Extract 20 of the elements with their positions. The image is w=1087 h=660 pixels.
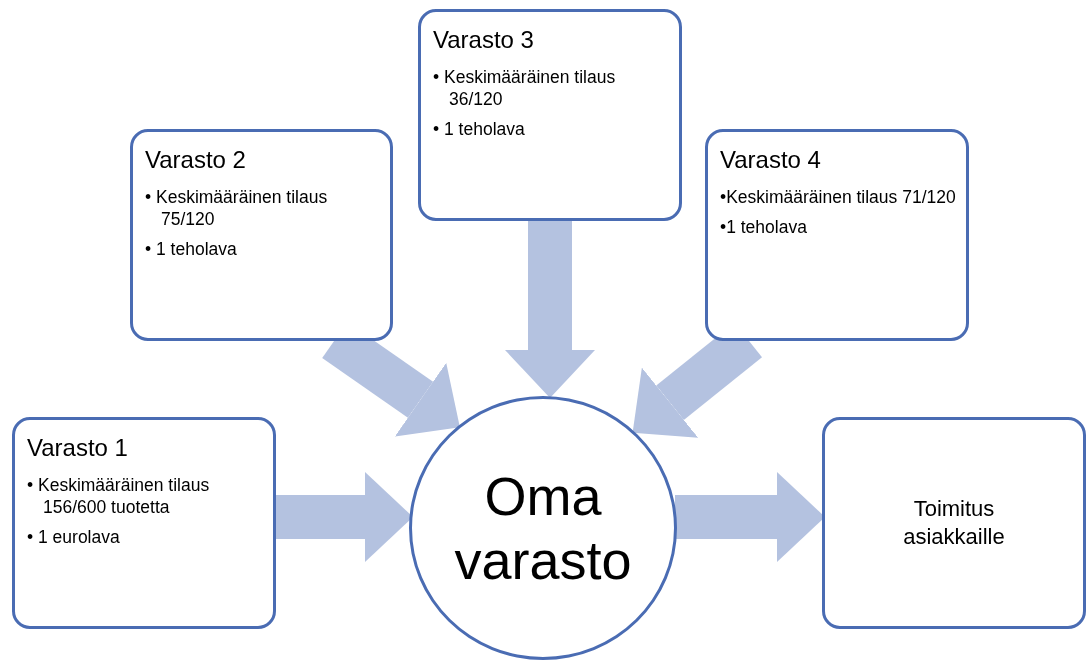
rounded-box	[822, 417, 1086, 629]
list-item: • Keskimääräinen tilaus 36/120	[433, 66, 617, 110]
box-heading: Varasto 1	[27, 434, 128, 462]
rounded-box	[130, 129, 393, 341]
block-arrow	[505, 220, 595, 398]
list-item: • Keskimääräinen tilaus 156/600 tuotetta	[27, 474, 211, 518]
rounded-box	[705, 129, 969, 341]
node-label: Oma varasto	[453, 465, 633, 592]
list-item: • 1 teholava	[433, 118, 526, 140]
rounded-box	[12, 417, 276, 629]
list-item: • 1 teholava	[145, 238, 238, 260]
rounded-box	[418, 9, 682, 221]
list-item: •Keskimääräinen tilaus 71/120	[720, 186, 956, 208]
box-heading: Varasto 4	[720, 146, 821, 174]
list-item: • Keskimääräinen tilaus 75/120	[145, 186, 329, 230]
box-heading: Varasto 2	[145, 146, 246, 174]
list-item: • 1 eurolava	[27, 526, 121, 548]
node-label: Toimitus asiakkaille	[902, 495, 1006, 551]
box-heading: Varasto 3	[433, 26, 534, 54]
list-item: •1 teholava	[720, 216, 808, 238]
